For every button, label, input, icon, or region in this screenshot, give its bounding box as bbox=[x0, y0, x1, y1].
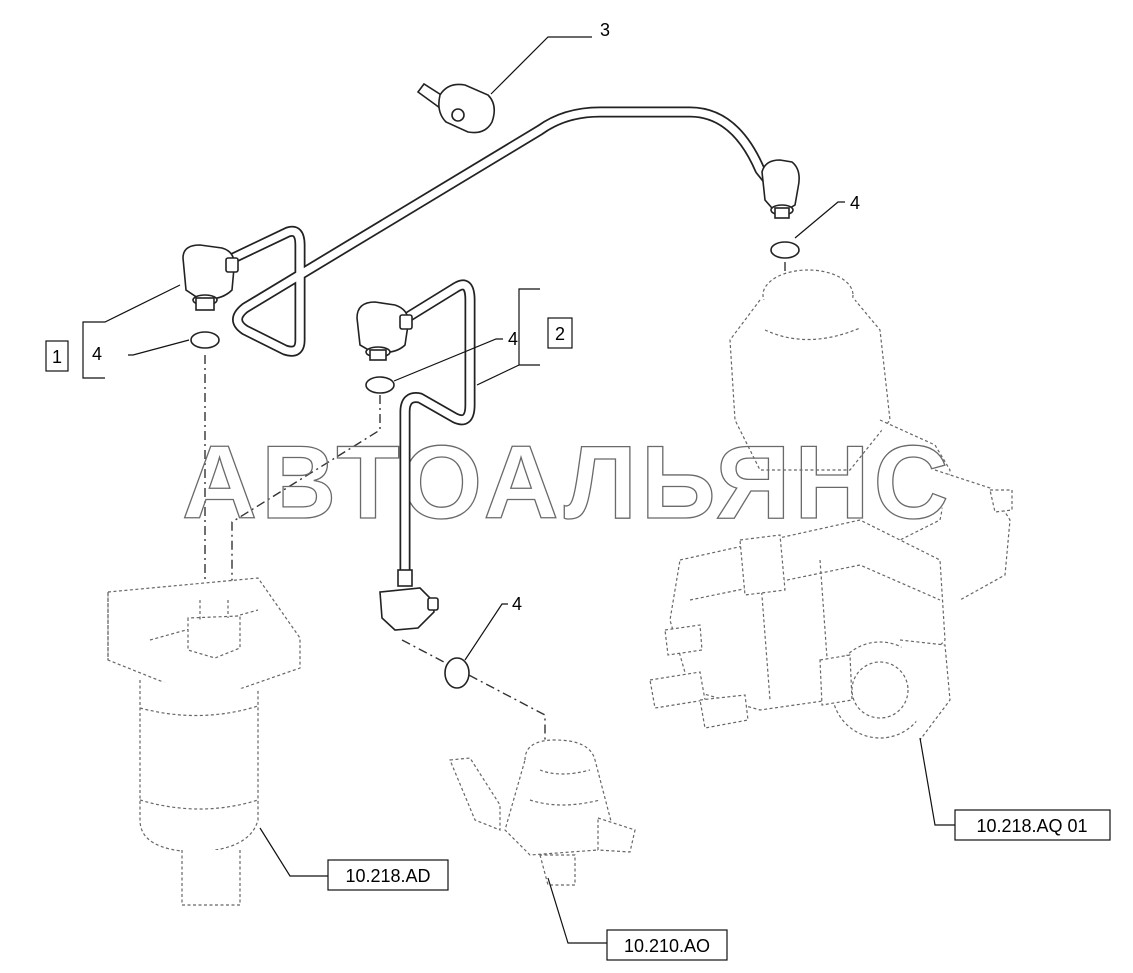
callout-2: 2 bbox=[555, 324, 565, 344]
ref-box-feed-pump bbox=[606, 929, 728, 961]
banjo-fitting-pipe2-upper bbox=[356, 301, 413, 361]
callouts: 3 4 4 4 4 1 2 bbox=[45, 20, 860, 614]
callout-1: 1 bbox=[52, 347, 62, 367]
callout-4-filter: 4 bbox=[92, 344, 102, 364]
callout-2-box bbox=[547, 317, 573, 349]
banjo-fitting-injection-pump bbox=[761, 159, 800, 219]
leader-lines bbox=[82, 36, 955, 944]
injection-pump bbox=[649, 269, 1013, 741]
fuel-filter bbox=[107, 577, 301, 906]
callout-4-injection-pump: 4 bbox=[850, 193, 860, 213]
banjo-fitting-pipe2-lower bbox=[379, 569, 439, 631]
bleed-screw-part bbox=[416, 82, 496, 134]
ref-box-fuel-filter bbox=[327, 859, 449, 891]
callout-4-feed-pump: 4 bbox=[512, 594, 522, 614]
fuel-pipe-1 bbox=[219, 106, 778, 357]
ref-injection-pump: 10.218.AQ 01 bbox=[976, 816, 1087, 836]
reference-labels: 10.218.AD 10.210.AO 10.218.AQ 01 bbox=[327, 809, 1111, 961]
banjo-fitting-filter bbox=[182, 244, 239, 311]
callout-4-pipe2: 4 bbox=[508, 329, 518, 349]
callout-3: 3 bbox=[600, 20, 610, 40]
ref-box-injection-pump bbox=[954, 809, 1111, 841]
fuel-pipe-2 bbox=[389, 279, 476, 586]
ref-fuel-filter: 10.218.AD bbox=[345, 866, 430, 886]
ref-feed-pump: 10.210.AO bbox=[624, 936, 710, 956]
feed-pump bbox=[449, 739, 636, 886]
watermark-text: АВТОАЛЬЯНС bbox=[182, 425, 953, 541]
callout-1-box bbox=[45, 340, 69, 372]
o-rings bbox=[190, 241, 800, 689]
